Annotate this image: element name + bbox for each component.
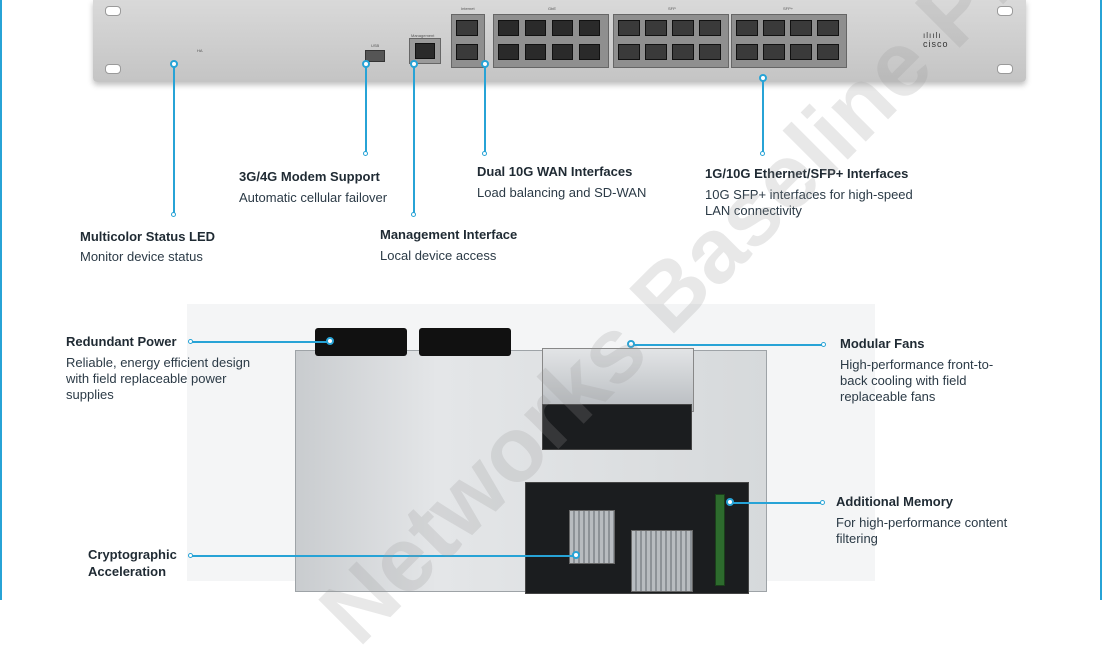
sfp-marker (759, 74, 767, 82)
modem-leader (365, 64, 367, 154)
sfp-port (645, 20, 667, 36)
sfp-plus-port (817, 20, 839, 36)
memory-desc: For high-performance content filtering (836, 515, 1008, 546)
cisco-logo: ılıılı cisco (923, 31, 949, 50)
diagram-frame (0, 0, 1102, 600)
modem-desc: Automatic cellular failover (239, 190, 388, 205)
status-led-leader (173, 64, 175, 214)
memory-leader (730, 502, 822, 504)
crypto-end (188, 553, 193, 558)
gbe-port (552, 20, 573, 36)
power-leader (191, 341, 331, 343)
status-led-title: Multicolor Status LED (80, 229, 216, 244)
sfp-plus-port (736, 20, 758, 36)
management-desc: Local device access (380, 248, 497, 263)
cisco-logo-bars: ılıılı (923, 31, 942, 40)
internet-label: Internet (461, 6, 475, 11)
sfp-port (699, 44, 721, 60)
management-label: Management (411, 33, 435, 38)
power-title: Redundant Power (66, 334, 177, 349)
sfp-plus-port (736, 44, 758, 60)
sfp-desc: 10G SFP+ interfaces for high-speed LAN c… (705, 187, 913, 218)
gbe-port (525, 44, 546, 60)
memory-module (715, 494, 725, 586)
memory-marker (726, 498, 734, 506)
crypto-leader (191, 555, 575, 557)
modem-marker (362, 60, 370, 68)
cisco-logo-text: cisco (923, 39, 949, 49)
crypto-title: Cryptographic Acceleration (88, 547, 177, 579)
usb-port (365, 50, 385, 62)
modem-title: 3G/4G Modem Support (239, 169, 380, 184)
sfp-plus-port (763, 20, 785, 36)
fans-marker (627, 340, 635, 348)
power-desc: Reliable, energy efficient design with f… (66, 355, 251, 402)
memory-title: Additional Memory (836, 494, 954, 509)
sfp-plus-port (790, 20, 812, 36)
fans-desc: High-performance front-to-back cooling w… (840, 357, 994, 404)
sfp-label: SFP (668, 6, 676, 11)
device-front-panel: HA USB Management Internet GbE SFP SFP+ … (93, 0, 1026, 82)
fans-title: Modular Fans (840, 336, 925, 351)
power-end (188, 339, 193, 344)
usb-label: USB (371, 43, 380, 48)
sfp-plus-label: SFP+ (783, 6, 794, 11)
power-supply (419, 328, 511, 356)
rack-mount-slot (997, 6, 1013, 16)
sfp-title: 1G/10G Ethernet/SFP+ Interfaces (705, 166, 909, 181)
sfp-leader (762, 78, 764, 154)
sfp-plus-port (790, 44, 812, 60)
sfp-port (618, 20, 640, 36)
wan-port (456, 44, 478, 60)
gbe-label: GbE (548, 6, 557, 11)
wan-desc: Load balancing and SD-WAN (477, 185, 647, 200)
sfp-port (672, 44, 694, 60)
gbe-port (579, 44, 600, 60)
management-end (411, 212, 416, 217)
fans-leader (632, 344, 824, 346)
wan-port (456, 20, 478, 36)
management-port (415, 43, 435, 59)
power-marker (326, 337, 334, 345)
fans-end (821, 342, 826, 347)
management-leader (413, 64, 415, 214)
sfp-port (672, 20, 694, 36)
crypto-marker (572, 551, 580, 559)
sfp-plus-port (763, 44, 785, 60)
status-led-desc: Monitor device status (80, 249, 203, 264)
cpu-heatsink (631, 530, 693, 592)
gbe-port (579, 20, 600, 36)
wan-end (482, 151, 487, 156)
ha-label: HA (197, 48, 203, 53)
fan-tray (542, 348, 694, 412)
internal-view (187, 304, 875, 594)
rack-mount-slot (105, 6, 121, 16)
memory-end (820, 500, 825, 505)
management-marker (410, 60, 418, 68)
sfp-port (645, 44, 667, 60)
rack-mount-slot (997, 64, 1013, 74)
sfp-end (760, 151, 765, 156)
wan-marker (481, 60, 489, 68)
status-led-end (171, 212, 176, 217)
gbe-port (498, 20, 519, 36)
sfp-plus-port (817, 44, 839, 60)
gbe-port (552, 44, 573, 60)
management-title: Management Interface (380, 227, 518, 242)
wan-leader (484, 64, 486, 154)
sfp-port (618, 44, 640, 60)
sfp-port (699, 20, 721, 36)
status-led-marker (170, 60, 178, 68)
gbe-port (525, 20, 546, 36)
gbe-port (498, 44, 519, 60)
wan-title: Dual 10G WAN Interfaces (477, 164, 633, 179)
rack-mount-slot (105, 64, 121, 74)
modem-end (363, 151, 368, 156)
fan-controller-board (542, 404, 692, 450)
